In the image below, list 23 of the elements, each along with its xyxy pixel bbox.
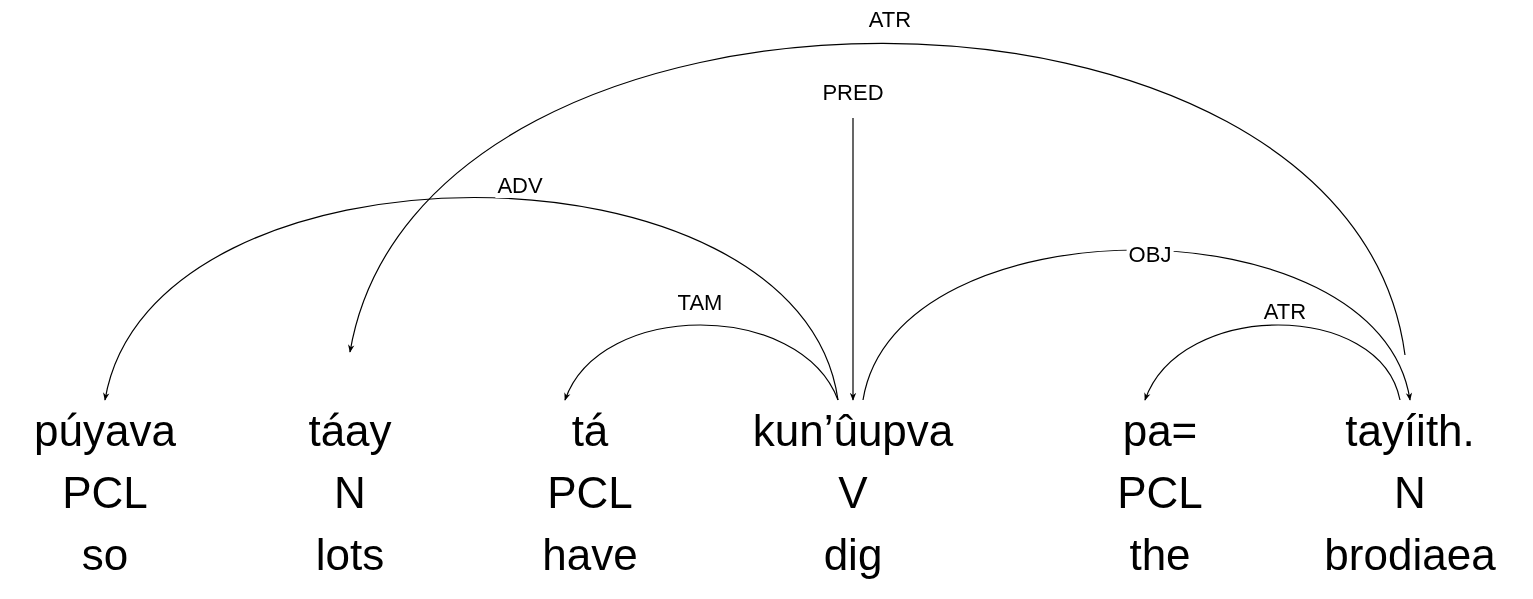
arrow: [862, 249, 1411, 401]
part-of-speech-tag: PCL: [62, 462, 148, 524]
part-of-speech-tag: N: [1394, 462, 1426, 524]
gloss: have: [542, 529, 638, 581]
part-of-speech-tag: PCL: [1117, 462, 1203, 524]
arrow: [1144, 324, 1401, 401]
word: pa=: [1122, 405, 1198, 457]
word: kun’ûupva: [752, 405, 954, 457]
gloss: dig: [823, 529, 883, 581]
arrow: [564, 324, 839, 401]
part-of-speech-tag: V: [838, 462, 868, 524]
gloss: lots: [315, 529, 385, 581]
gloss: so: [81, 529, 129, 581]
gloss: brodiaea: [1324, 529, 1496, 581]
word: púyava: [34, 405, 176, 457]
part-of-speech-tag: PCL: [547, 462, 633, 524]
arrow: [849, 117, 857, 401]
gloss: the: [1129, 529, 1191, 581]
part-of-speech-tag: N: [334, 462, 366, 524]
word: tayíith.: [1345, 405, 1475, 457]
word: táay: [308, 405, 392, 457]
word: tá: [571, 405, 609, 457]
arrow: [104, 196, 839, 401]
